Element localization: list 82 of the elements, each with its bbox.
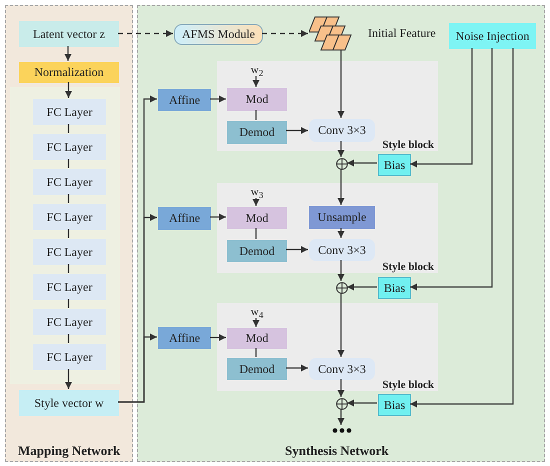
arrow xyxy=(338,260,344,281)
arrow xyxy=(410,48,473,168)
affine-box: Affine xyxy=(158,327,211,349)
arrow xyxy=(210,214,226,220)
arrow xyxy=(338,141,344,157)
connector-line xyxy=(68,299,70,308)
connector-line xyxy=(255,110,257,120)
arrow xyxy=(118,30,173,37)
layer-box: FC Layer xyxy=(33,134,106,160)
layer-box: FC Layer xyxy=(33,309,106,335)
connector-line xyxy=(255,348,257,357)
bias-box: Bias xyxy=(378,154,411,176)
arrow xyxy=(347,160,377,166)
block-label: Style block xyxy=(382,261,434,273)
arrow xyxy=(338,169,344,205)
demod-box: Demod xyxy=(227,358,287,380)
arrow xyxy=(262,30,308,37)
connector-line xyxy=(68,334,70,343)
module-box: AFMS Module xyxy=(174,24,263,45)
demod-box: Demod xyxy=(227,240,287,262)
connector-line xyxy=(68,264,70,273)
style-block xyxy=(217,303,438,391)
arrow xyxy=(252,198,260,206)
feature-label: Initial Feature xyxy=(368,26,436,41)
upsample-box: Unsample xyxy=(309,206,375,229)
panel-title: Synthesis Network xyxy=(285,443,389,459)
block-label: Style block xyxy=(382,379,434,391)
arrow xyxy=(286,364,308,372)
connector-line xyxy=(68,159,70,168)
style-block xyxy=(217,61,438,151)
mod-box: Mod xyxy=(227,207,287,229)
mapping-panel xyxy=(5,5,133,462)
arrow xyxy=(210,96,226,102)
weight-label: w$_{4}$ xyxy=(249,305,265,319)
arrow xyxy=(338,409,344,425)
connector-line xyxy=(68,229,70,238)
weight-label: w$_{2}$ xyxy=(249,63,265,77)
noise-box: Noise Injection xyxy=(449,23,536,49)
output-box: Style vector w xyxy=(19,390,119,416)
panel-title: Mapping Network xyxy=(18,443,120,459)
arrow xyxy=(65,82,72,98)
block-label: Style block xyxy=(382,139,434,151)
layer-box: FC Layer xyxy=(33,344,106,370)
input-box: Latent vector z xyxy=(19,21,119,47)
conv-box: Conv 3×3 xyxy=(309,119,375,142)
mod-box: Mod xyxy=(227,328,287,349)
layer-box: FC Layer xyxy=(33,204,106,230)
layer-box: FC Layer xyxy=(33,169,106,195)
normalization-box: Normalization xyxy=(19,62,119,83)
affine-box: Affine xyxy=(158,89,211,111)
arrow xyxy=(286,246,308,253)
bias-box: Bias xyxy=(378,277,411,299)
arrow xyxy=(347,400,377,406)
arrow xyxy=(338,50,344,118)
arrow xyxy=(64,46,72,61)
arrow xyxy=(347,284,377,290)
arrow xyxy=(410,48,514,408)
conv-box: Conv 3×3 xyxy=(309,358,375,380)
arrow xyxy=(338,293,344,357)
arrow xyxy=(338,228,344,238)
arrow xyxy=(286,127,308,134)
affine-box: Affine xyxy=(158,207,211,230)
layer-box: FC Layer xyxy=(33,99,106,125)
connector-line xyxy=(68,124,70,133)
demod-box: Demod xyxy=(227,121,287,144)
conv-box: Conv 3×3 xyxy=(309,239,375,261)
arrow xyxy=(410,48,493,290)
arrow xyxy=(118,334,157,403)
connector-line xyxy=(68,194,70,203)
arrow xyxy=(65,369,72,389)
style-block xyxy=(217,183,438,273)
mod-box: Mod xyxy=(227,88,287,111)
weight-label: w$_{3}$ xyxy=(249,185,265,199)
synthesis-panel xyxy=(137,5,545,462)
layer-box: FC Layer xyxy=(33,239,106,265)
arrow xyxy=(210,334,226,341)
arrow xyxy=(252,76,260,87)
connector-line xyxy=(255,228,257,239)
layer-box: FC Layer xyxy=(33,274,106,300)
bias-box: Bias xyxy=(378,394,411,416)
arrow xyxy=(338,379,344,397)
arrow xyxy=(252,318,260,327)
